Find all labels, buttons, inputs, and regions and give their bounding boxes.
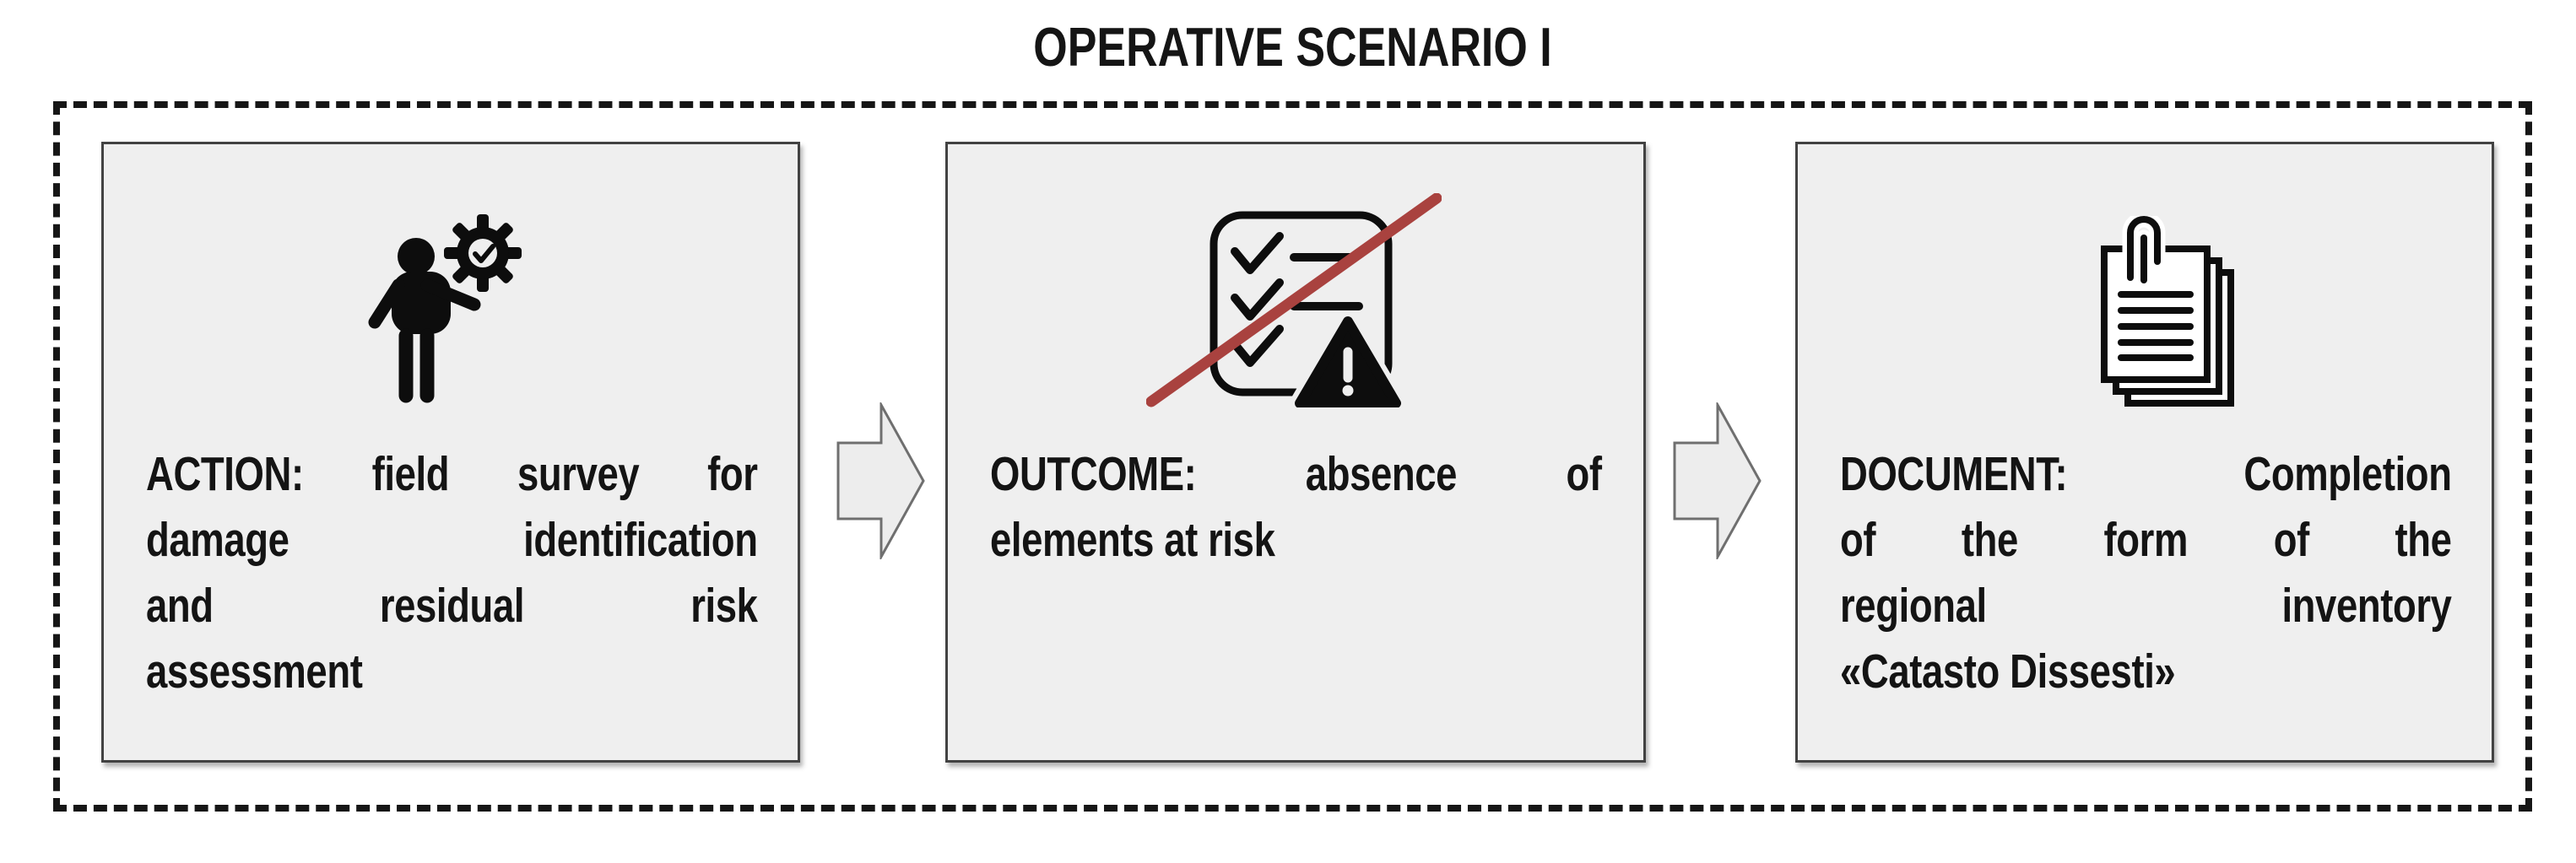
gear-check <box>473 244 495 263</box>
text-line: regional inventory <box>1840 579 2452 633</box>
block-arrow-shape <box>836 402 925 559</box>
text-line: elements at risk <box>990 513 1275 567</box>
person-head <box>398 238 435 275</box>
text-line: damage identification <box>146 513 758 567</box>
operative-scenario-frame <box>53 101 2532 812</box>
check-1 <box>1231 232 1284 274</box>
block-arrow-shape <box>1673 402 1762 559</box>
red-strike-line <box>1146 193 1442 407</box>
warning-triangle <box>1290 311 1406 407</box>
check-3 <box>1231 325 1284 367</box>
arrow-action-to-outcome <box>836 402 925 559</box>
text-line: OUTCOME: absence of <box>990 447 1602 501</box>
outcome-text: OUTCOME: absence of elements at risk <box>990 441 1602 573</box>
action-box: ACTION: field survey for damage identifi… <box>101 142 800 763</box>
person-right-arm <box>420 278 481 311</box>
text-line: assessment <box>146 645 363 698</box>
check-2 <box>1231 278 1284 321</box>
person-left-arm <box>368 278 405 329</box>
gear-center <box>468 239 497 267</box>
arrow-outcome-to-document <box>1673 402 1762 559</box>
text-line: DOCUMENT: Completion <box>1840 447 2452 501</box>
exclamation-dot <box>1342 385 1354 396</box>
gear <box>444 214 522 292</box>
document-box: DOCUMENT: Completion of the form of the … <box>1795 142 2494 763</box>
text-line: of the form of the <box>1840 513 2452 567</box>
documents-paperclip-icon <box>2101 216 2234 407</box>
text-line: and residual risk <box>146 579 758 633</box>
document-text: DOCUMENT: Completion of the form of the … <box>1840 441 2452 704</box>
outcome-box: OUTCOME: absence of elements at risk <box>945 142 1646 763</box>
figure-title: OPERATIVE SCENARIO I <box>1033 16 1552 78</box>
paperclip <box>2122 216 2166 289</box>
text-line: ACTION: field survey for <box>146 447 758 501</box>
text-line: «Catasto Dissesti» <box>1840 645 2176 698</box>
checklist-crossed-warning-icon <box>1146 193 1442 407</box>
person-gear-icon <box>368 214 522 403</box>
action-text: ACTION: field survey for damage identifi… <box>146 441 758 704</box>
